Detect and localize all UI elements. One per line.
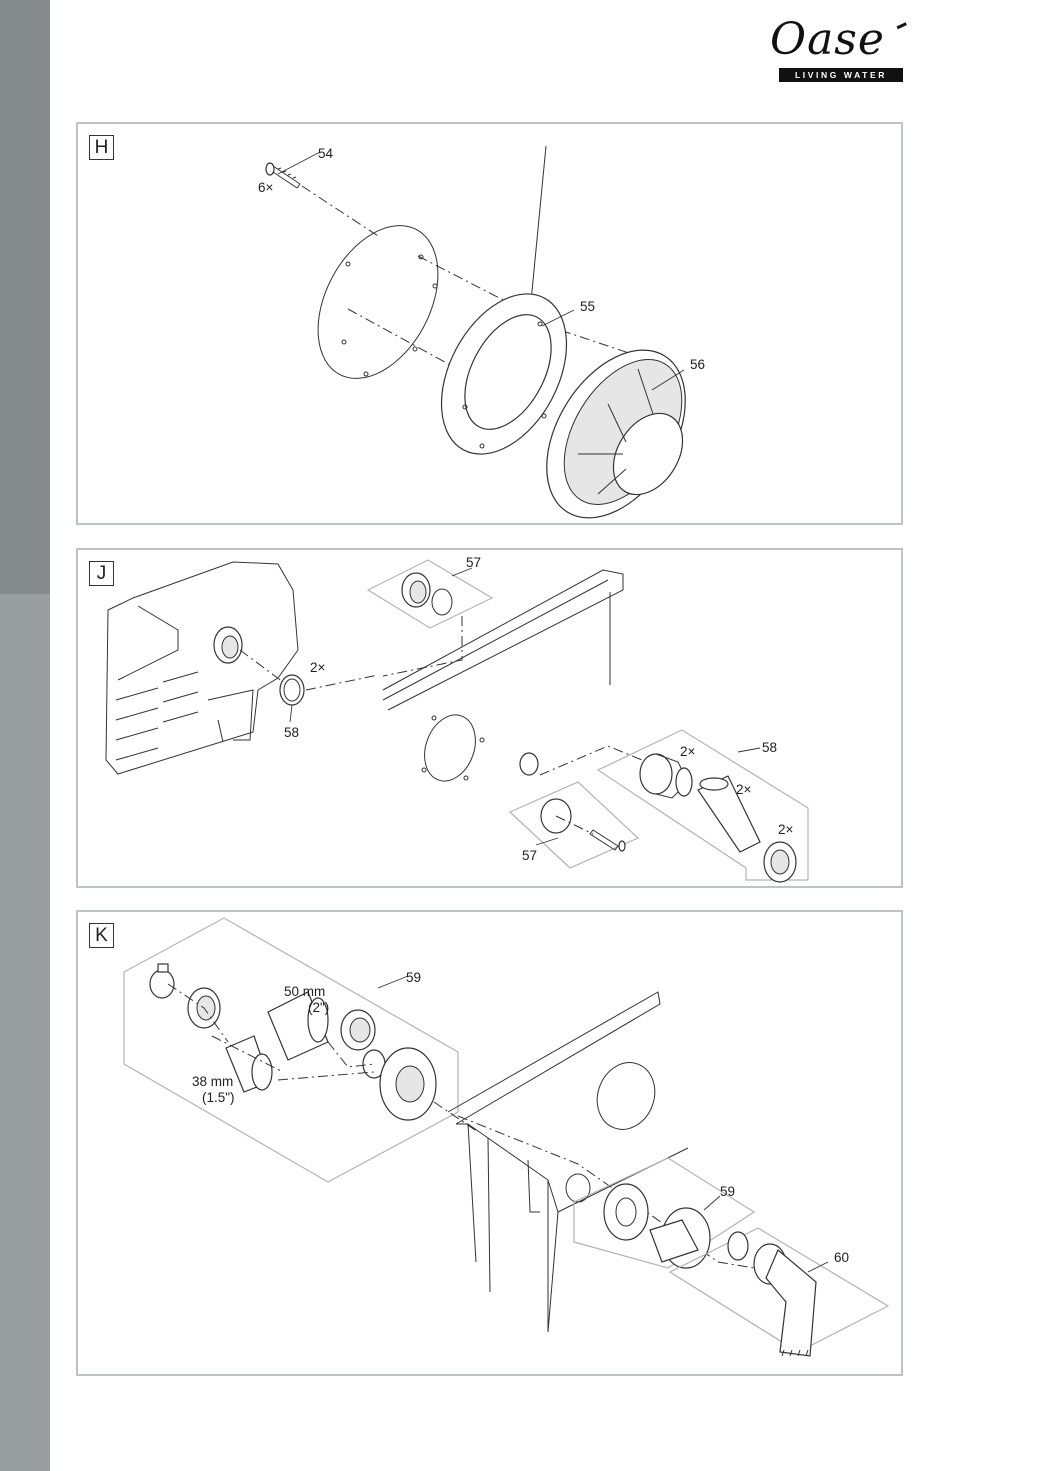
quantity-2x-nut: 2× (680, 744, 696, 759)
union-nut-part (763, 841, 797, 883)
size-1-5in: (1.5") (202, 1090, 235, 1105)
panel-h-drawing (265, 145, 686, 519)
flange-part-59 (603, 1183, 649, 1241)
union-nut-part-right (340, 1009, 376, 1051)
quantity-2x-oring: 2× (310, 660, 326, 675)
logo-tagline: LIVING WATER (779, 68, 903, 82)
callout-59-top: 59 (406, 970, 422, 985)
tank-hole (565, 1173, 591, 1203)
panel-k: K 59 50 mm (2") 38 mm (1.5") 59 60 (76, 910, 903, 1376)
elbow-part (697, 775, 761, 853)
callout-55: 55 (580, 299, 596, 314)
callout-59-bottom: 59 (720, 1184, 736, 1199)
callout-58-right: 58 (762, 740, 778, 755)
panel-k-drawing (123, 917, 890, 1357)
screw-part-54 (265, 162, 301, 189)
cap-part (519, 752, 539, 776)
panel-j: J 57 2× 58 58 2× 2× 2× 57 (76, 548, 903, 888)
callout-56: 56 (690, 357, 706, 372)
flange-nut-part (379, 1047, 437, 1121)
panel-h: H 54 6× 55 56 (76, 122, 903, 525)
gasket-outline (317, 225, 439, 379)
strainer-part-56 (546, 349, 686, 519)
panel-letter-k: K (89, 923, 114, 948)
side-stripe-top (0, 0, 50, 594)
panel-letter-h: H (89, 135, 114, 160)
panel-j-drawing (105, 559, 809, 883)
quantity-2x-union: 2× (778, 822, 794, 837)
pump-housing (105, 561, 299, 775)
callout-54: 54 (318, 146, 334, 161)
threaded-adapter-part-59 (649, 1207, 711, 1269)
quantity-6x: 6× (258, 180, 274, 195)
callout-57-top: 57 (466, 555, 482, 570)
hose-clamp-part (149, 963, 175, 999)
flange-ring-part-55 (440, 293, 568, 455)
size-50mm: 50 mm (284, 984, 326, 999)
size-2in: (2") (308, 1000, 330, 1015)
oase-logo: Oase LIVING WATER (762, 14, 910, 84)
panel-letter-j: J (89, 561, 114, 586)
callout-60: 60 (834, 1250, 850, 1265)
elbow-part-60 (753, 1243, 817, 1357)
hose-tail-38mm-part (225, 1035, 273, 1093)
callout-57-bottom: 57 (522, 848, 538, 863)
quantity-2x-elbow: 2× (736, 782, 752, 797)
size-38mm: 38 mm (192, 1074, 234, 1089)
threaded-nut-part-58 (639, 753, 693, 799)
hose-tail-50mm-part (267, 991, 329, 1061)
tank-wall (447, 991, 689, 1333)
callout-58-left: 58 (284, 725, 300, 740)
side-stripe-bottom (0, 594, 50, 1471)
logo-accent-mark (896, 22, 910, 35)
o-ring-part-60 (727, 1231, 749, 1261)
seal-part-57 (401, 572, 453, 616)
logo-wordmark: Oase (770, 14, 885, 65)
